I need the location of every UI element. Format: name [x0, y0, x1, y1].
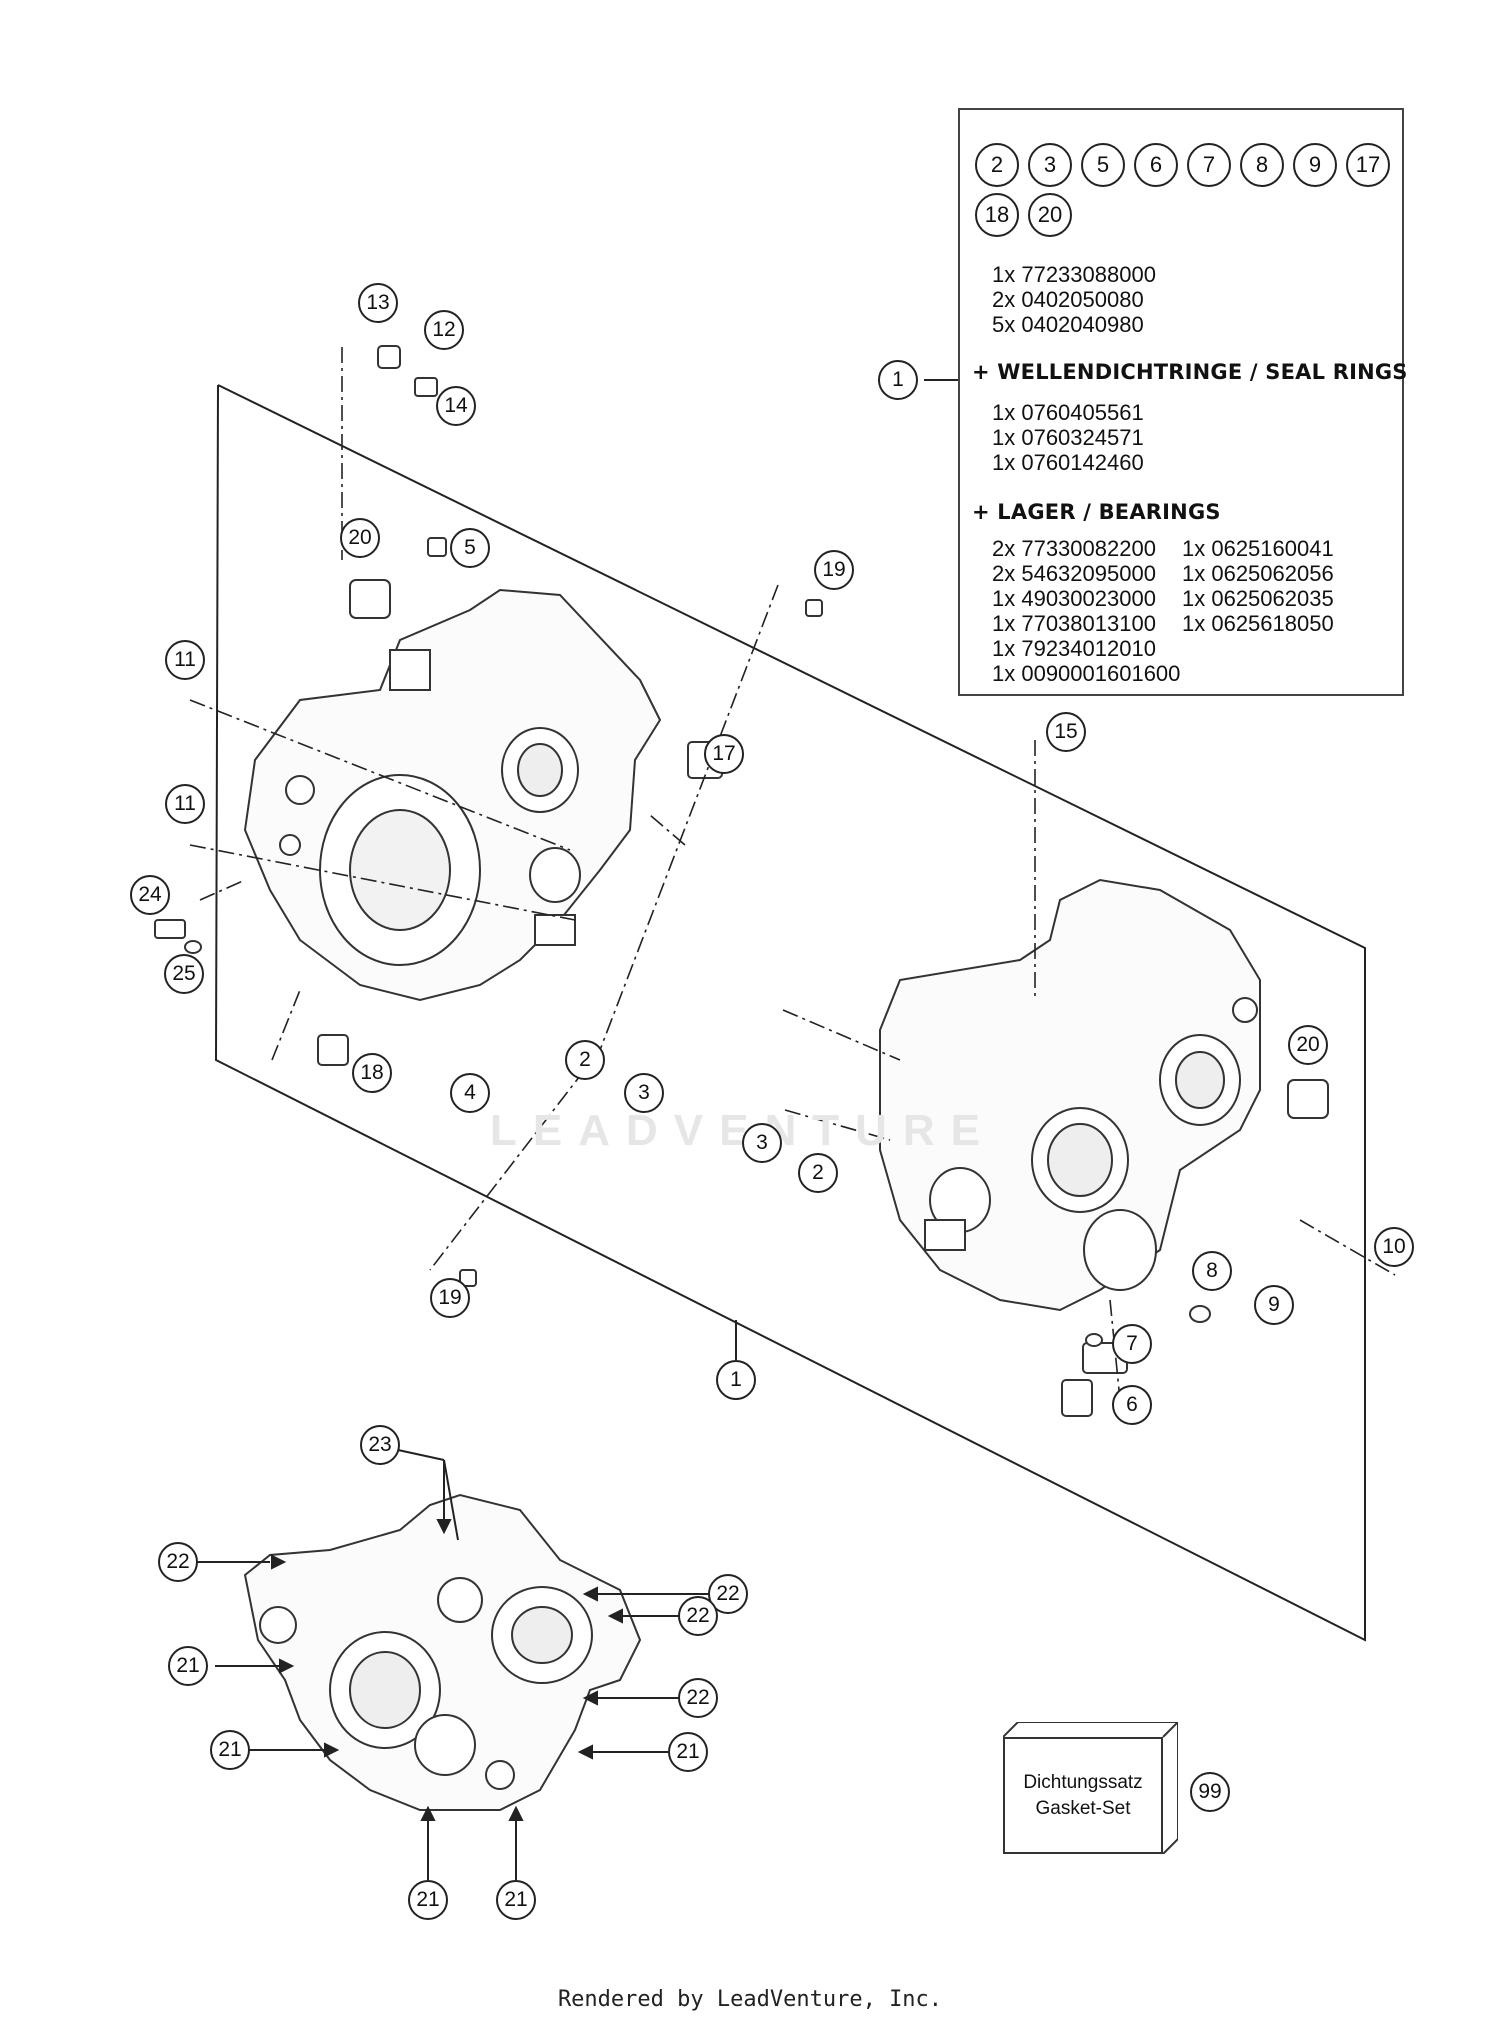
kit-chip[interactable]: 18	[975, 193, 1019, 237]
bearing-line: 1x 79234012010	[992, 636, 1156, 661]
callout-15[interactable]: 15	[1046, 712, 1086, 752]
kit-contents-box: 2 3 5 6 7 8 9 17 18 20 1x 77233088000 2x…	[958, 108, 1407, 696]
callout-arrows	[175, 1449, 710, 1880]
callout-2[interactable]: 2	[565, 1040, 605, 1080]
gasket-label-en: Gasket-Set	[1035, 1797, 1131, 1819]
gasket-set-box: Dichtungssatz Gasket-Set	[1003, 1722, 1178, 1854]
callout-17[interactable]: 17	[704, 734, 744, 774]
kit-chip[interactable]: 17	[1346, 143, 1390, 187]
kit-chip-list: 2 3 5 6 7 8 9 17 18 20	[975, 143, 1395, 237]
seal-line: 1x 0760324571	[992, 425, 1144, 450]
callout-21[interactable]: 21	[168, 1646, 208, 1686]
callout-20[interactable]: 20	[340, 518, 380, 558]
callout-25[interactable]: 25	[164, 954, 204, 994]
callout-22[interactable]: 22	[158, 1542, 198, 1582]
callout-9[interactable]: 9	[1254, 1285, 1294, 1325]
callout-19[interactable]: 19	[814, 550, 854, 590]
kit-chip[interactable]: 6	[1134, 143, 1178, 187]
watermark-text: LEADVENTURE	[490, 1106, 997, 1155]
callout-24[interactable]: 24	[130, 875, 170, 915]
bearing-line: 1x 0625160041	[1182, 536, 1334, 561]
kit-chip[interactable]: 9	[1293, 143, 1337, 187]
kit-chip[interactable]: 5	[1081, 143, 1125, 187]
callout-3[interactable]: 3	[624, 1073, 664, 1113]
callout-3[interactable]: 3	[742, 1123, 782, 1163]
kit-chip[interactable]: 7	[1187, 143, 1231, 187]
seal-line: 1x 0760405561	[992, 400, 1144, 425]
right-crankcase-half	[879, 878, 1261, 1312]
callout-8[interactable]: 8	[1192, 1251, 1232, 1291]
kit-chip[interactable]: 3	[1028, 143, 1072, 187]
bearing-line: 1x 49030023000	[992, 586, 1156, 611]
crankcase-inner-view	[243, 1493, 642, 1811]
bearing-line: 2x 54632095000	[992, 561, 1156, 586]
callout-22[interactable]: 22	[678, 1678, 718, 1718]
footer-credit: Rendered by LeadVenture, Inc.	[557, 1987, 943, 2012]
callout-10[interactable]: 10	[1374, 1227, 1414, 1267]
callout-7[interactable]: 7	[1112, 1324, 1152, 1364]
kit-part-line: 1x 77233088000	[992, 262, 1156, 287]
callout-12[interactable]: 12	[424, 310, 464, 350]
callout-11[interactable]: 11	[165, 784, 205, 824]
callout-5[interactable]: 5	[450, 528, 490, 568]
bearing-line: 1x 0625062035	[1182, 586, 1334, 611]
kit-chip[interactable]: 2	[975, 143, 1019, 187]
callout-2[interactable]: 2	[798, 1153, 838, 1193]
small-parts	[154, 345, 1329, 1417]
callout-4[interactable]: 4	[450, 1073, 490, 1113]
bearing-line: 1x 0625062056	[1182, 561, 1334, 586]
callout-1[interactable]: 1	[716, 1360, 756, 1400]
kit-chip[interactable]: 20	[1028, 193, 1072, 237]
callout-13[interactable]: 13	[358, 283, 398, 323]
callout-20[interactable]: 20	[1288, 1025, 1328, 1065]
callout-6[interactable]: 6	[1112, 1385, 1152, 1425]
bearing-line: 1x 77038013100	[992, 611, 1156, 636]
seal-line: 1x 0760142460	[992, 450, 1144, 475]
bearing-line: 1x 0625618050	[1182, 611, 1334, 636]
callout-21[interactable]: 21	[408, 1880, 448, 1920]
gasket-set-label: Dichtungssatz Gasket-Set	[1003, 1737, 1163, 1854]
callout-14[interactable]: 14	[436, 386, 476, 426]
callout-21[interactable]: 21	[210, 1730, 250, 1770]
left-crankcase-half	[243, 588, 662, 1002]
kit-chip[interactable]: 8	[1240, 143, 1284, 187]
callout-kit-1[interactable]: 1	[878, 360, 918, 400]
seal-rings-heading: + WELLENDICHTRINGE / SEAL RINGS	[972, 360, 1408, 384]
gasket-label-de: Dichtungssatz	[1023, 1771, 1143, 1793]
callout-11[interactable]: 11	[165, 640, 205, 680]
callout-99[interactable]: 99	[1190, 1772, 1230, 1812]
bearings-heading: + LAGER / BEARINGS	[972, 500, 1221, 524]
bearing-line: 2x 77330082200	[992, 536, 1156, 561]
assembly-frame	[214, 384, 1366, 1642]
callout-19[interactable]: 19	[430, 1278, 470, 1318]
bearing-line: 1x 0090001601600	[992, 661, 1181, 686]
kit-part-line: 5x 0402040980	[992, 312, 1144, 337]
callout-21[interactable]: 21	[668, 1732, 708, 1772]
callout-18[interactable]: 18	[352, 1053, 392, 1093]
callout-22[interactable]: 22	[708, 1574, 748, 1614]
kit-part-line: 2x 0402050080	[992, 287, 1144, 312]
callout-21[interactable]: 21	[496, 1880, 536, 1920]
callout-22[interactable]: 22	[678, 1596, 718, 1636]
callout-23[interactable]: 23	[360, 1425, 400, 1465]
